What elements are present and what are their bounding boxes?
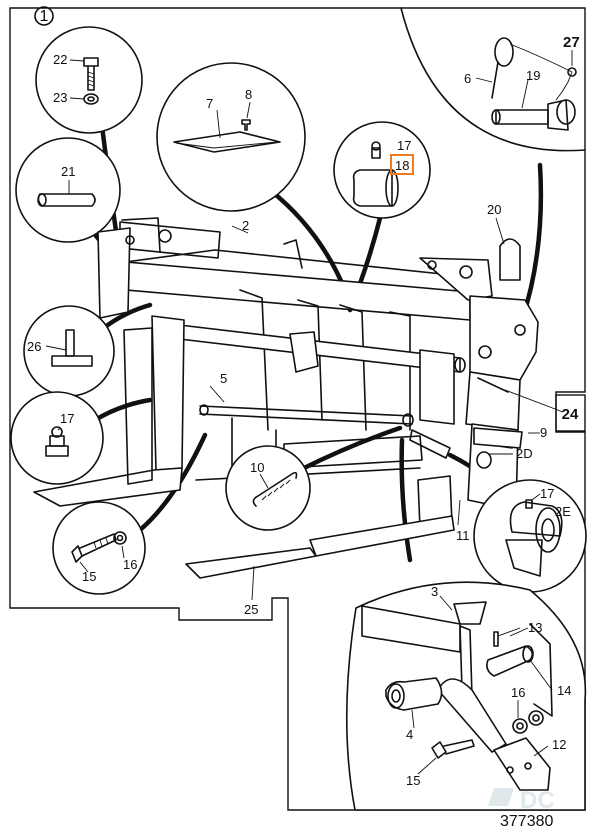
callout-12: 12 (552, 737, 566, 752)
callout-17-right: 17 (540, 486, 554, 501)
callout-24: 24 (562, 406, 579, 423)
detail-circle-bolt-15-16 (52, 501, 146, 595)
callout-9: 9 (540, 425, 547, 440)
callout-11: 11 (456, 528, 470, 543)
detail-circle-bush (333, 121, 431, 219)
main-carriage-drawing (33, 217, 539, 579)
detail-circle-nipple-17 (10, 391, 104, 485)
callout-25: 25 (244, 602, 258, 617)
diagram-frame (9, 7, 586, 811)
callout-22: 22 (53, 52, 67, 67)
callout-21: 21 (61, 164, 75, 179)
highlight-box-18 (390, 154, 414, 175)
callout-8: 8 (245, 87, 252, 102)
callout-16-right: 16 (511, 685, 525, 700)
callout-6: 6 (464, 71, 471, 86)
figure-number-circle (34, 6, 54, 26)
callout-15-right: 15 (406, 773, 420, 788)
leader-lines (72, 107, 544, 563)
callout-19: 19 (526, 68, 540, 83)
callout-16-left: 16 (123, 557, 137, 572)
detail-circle-tee-26 (23, 305, 115, 397)
callout-17-top: 17 (397, 138, 411, 153)
detail-circle-pin-21 (15, 137, 121, 243)
callout-4: 4 (406, 727, 413, 742)
figure-number: 1 (40, 8, 49, 25)
detail-circle-lynch-pin (400, 7, 586, 152)
detail-circle-hanger (345, 581, 587, 811)
callout-3: 3 (431, 584, 438, 599)
callout-15-left: 15 (82, 569, 96, 584)
callout-10: 10 (250, 460, 264, 475)
callout-2D: 2D (516, 446, 533, 461)
callout-18: 18 (395, 158, 409, 173)
callout-26: 26 (27, 339, 41, 354)
callout-17-left: 17 (60, 411, 74, 426)
watermark-text: DC (520, 787, 555, 814)
callout-7: 7 (206, 96, 213, 111)
detail-circle-bracket-2E (473, 479, 587, 593)
detail-circle-spring-10 (225, 445, 311, 531)
callout-5: 5 (220, 371, 227, 386)
callout-box-24 (555, 394, 586, 432)
callout-2: 2 (242, 218, 249, 233)
watermark-logo: DC (488, 787, 555, 814)
detail-circle-bolt-nut (35, 26, 143, 134)
callout-23: 23 (53, 90, 67, 105)
callout-13: 13 (528, 620, 542, 635)
callout-20: 20 (487, 202, 501, 217)
callout-27: 27 (563, 34, 580, 51)
callout-14: 14 (557, 683, 571, 698)
detail-circle-plate (156, 62, 306, 212)
callout-2E: 2E (555, 504, 571, 519)
drawing-id: 377380 (500, 813, 553, 830)
